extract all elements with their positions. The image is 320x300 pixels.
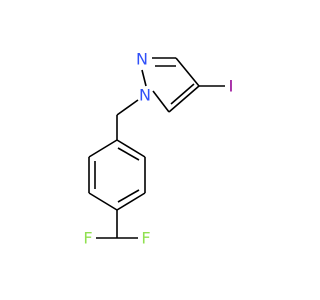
bond-n2-n1 — [141, 69, 147, 87]
bond-n1-ch2 — [116, 99, 139, 116]
atom-n1-label: N — [139, 86, 151, 105]
bond-benzene-double-1 — [117, 147, 140, 161]
bond-c5-c4-double — [170, 83, 195, 105]
atom-f1-label: F — [83, 229, 92, 248]
bond-n1-c5 — [152, 90, 170, 113]
bond-benzene-1 — [116, 139, 146, 158]
bond-c5-c4 — [168, 85, 200, 113]
atom-f2-label: F — [141, 229, 150, 248]
bond-c4-c3 — [175, 57, 200, 87]
bond-benzene-6 — [88, 139, 118, 158]
molecule-structure-diagram: N N I F F — [83, 50, 234, 248]
atom-n2-label: N — [136, 50, 148, 69]
bond-benzene-4 — [88, 192, 118, 211]
atom-iodine-label: I — [229, 77, 234, 96]
bond-benzene-double-2 — [117, 189, 140, 203]
bond-benzene-3 — [116, 192, 146, 211]
